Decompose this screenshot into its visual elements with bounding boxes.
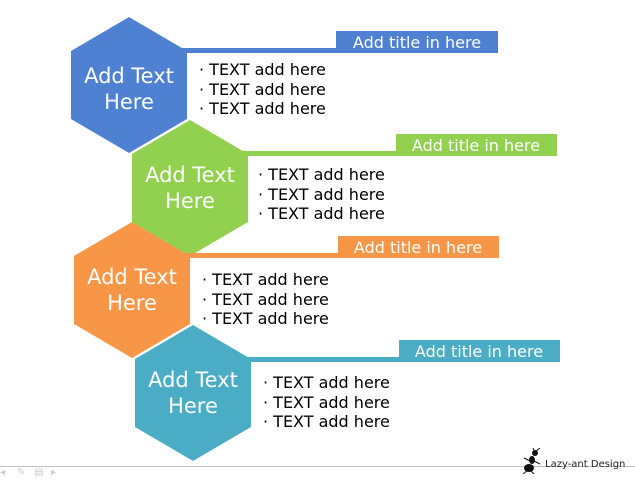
row-3: Add title in here Add Text Here — [74, 222, 499, 358]
hex-text-3-line2: Here — [107, 291, 157, 315]
hex-text-4-line2: Here — [168, 394, 218, 418]
bullet-item: · TEXT add here — [199, 79, 326, 99]
pen-icon[interactable]: ✎ — [17, 467, 26, 478]
row-4: Add title in here Add Text Here — [135, 325, 560, 461]
hex-text-2-line2: Here — [165, 189, 215, 213]
footer-divider — [0, 466, 635, 467]
hex-text-3-line1: Add Text — [87, 265, 177, 289]
row-1: Add title in here Add Text Here — [71, 17, 498, 153]
hexagon-3[interactable] — [74, 222, 190, 358]
bullet-list-1: · TEXT add here · TEXT add here · TEXT a… — [199, 60, 326, 119]
hex-text-1-line1: Add Text — [84, 64, 174, 88]
bullet-item: · TEXT add here — [263, 373, 390, 392]
ant-logo-icon — [522, 448, 541, 474]
arrow-left-icon[interactable]: ◂ — [0, 467, 6, 478]
bullet-list-2: · TEXT add here · TEXT add here · TEXT a… — [258, 165, 385, 224]
hexagon-1[interactable] — [71, 17, 187, 153]
bullet-item: · TEXT add here — [202, 289, 329, 309]
title-tag-2[interactable] — [396, 134, 557, 156]
title-text-3: Add title in here — [354, 238, 482, 257]
title-text-2: Add title in here — [412, 136, 540, 155]
title-text-1: Add title in here — [353, 33, 481, 52]
bullet-item: · TEXT add here — [202, 309, 329, 328]
bullet-item: · TEXT add here — [258, 184, 385, 204]
hex-text-2-line1: Add Text — [145, 163, 235, 187]
bullet-item: · TEXT add here — [199, 60, 326, 79]
row-2: Add title in here Add Text Here — [132, 120, 557, 256]
title-tag-1[interactable] — [336, 31, 498, 53]
title-tag-4[interactable] — [399, 340, 560, 362]
slides-icon[interactable]: ▤ — [34, 467, 44, 478]
hexagon-4[interactable] — [135, 325, 251, 461]
bullet-item: · TEXT add here — [258, 204, 385, 223]
bullet-item: · TEXT add here — [202, 270, 329, 289]
bullet-item: · TEXT add here — [263, 412, 390, 431]
pointer-icon[interactable]: ▸ — [51, 467, 57, 478]
hex-text-4-line1: Add Text — [148, 368, 238, 392]
hex-text-1-line2: Here — [104, 90, 154, 114]
title-tag-3[interactable] — [338, 236, 499, 258]
slideshow-toolbar: ◂ ✎ ▤ ▸ — [0, 466, 63, 480]
title-text-4: Add title in here — [415, 342, 543, 361]
bullet-list-3: · TEXT add here · TEXT add here · TEXT a… — [202, 270, 329, 329]
bullet-list-4: · TEXT add here · TEXT add here · TEXT a… — [263, 373, 390, 432]
brand-label: Lazy-ant Design — [545, 459, 626, 470]
hexagon-2[interactable] — [132, 120, 248, 256]
bullet-item: · TEXT add here — [263, 392, 390, 412]
bullet-item: · TEXT add here — [199, 99, 326, 118]
bullet-item: · TEXT add here — [258, 165, 385, 184]
